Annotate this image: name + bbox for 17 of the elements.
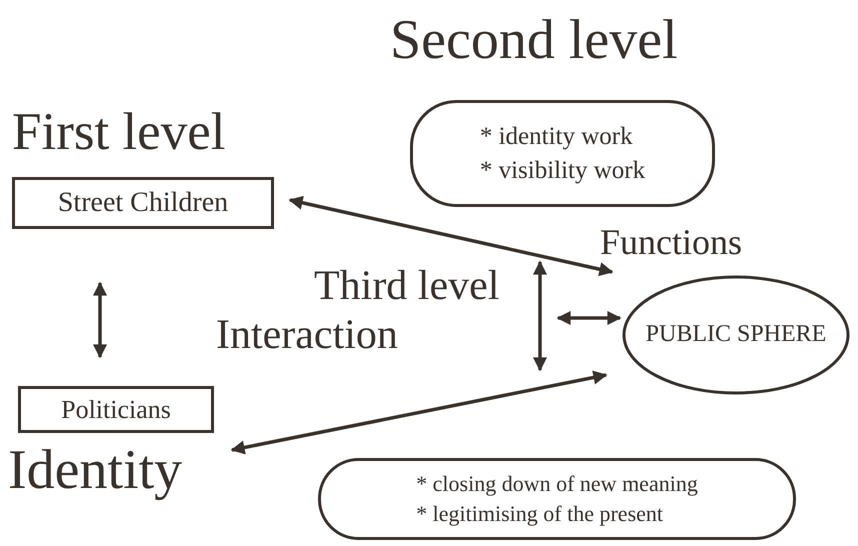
double-arrow [93, 282, 107, 358]
level-label: Identity [8, 442, 182, 498]
level-label: Second level [390, 12, 678, 68]
level-label: First level [12, 106, 226, 159]
level-label: Third level [314, 265, 500, 307]
node-text: Street Children [58, 186, 228, 220]
node-text: * identity work [480, 122, 634, 152]
level-label: Functions [600, 224, 742, 260]
double-arrow [288, 196, 614, 276]
node-text: * legitimising of the present [416, 500, 664, 528]
double-arrow [556, 311, 622, 325]
level-label: Interaction [216, 314, 398, 356]
node-text: * visibility work [480, 156, 646, 186]
node-text: Politicians [61, 394, 171, 426]
node-text: PUBLIC SPHERE [646, 322, 826, 348]
node-text: * closing down of new meaning [416, 470, 698, 498]
double-arrow [230, 370, 608, 454]
